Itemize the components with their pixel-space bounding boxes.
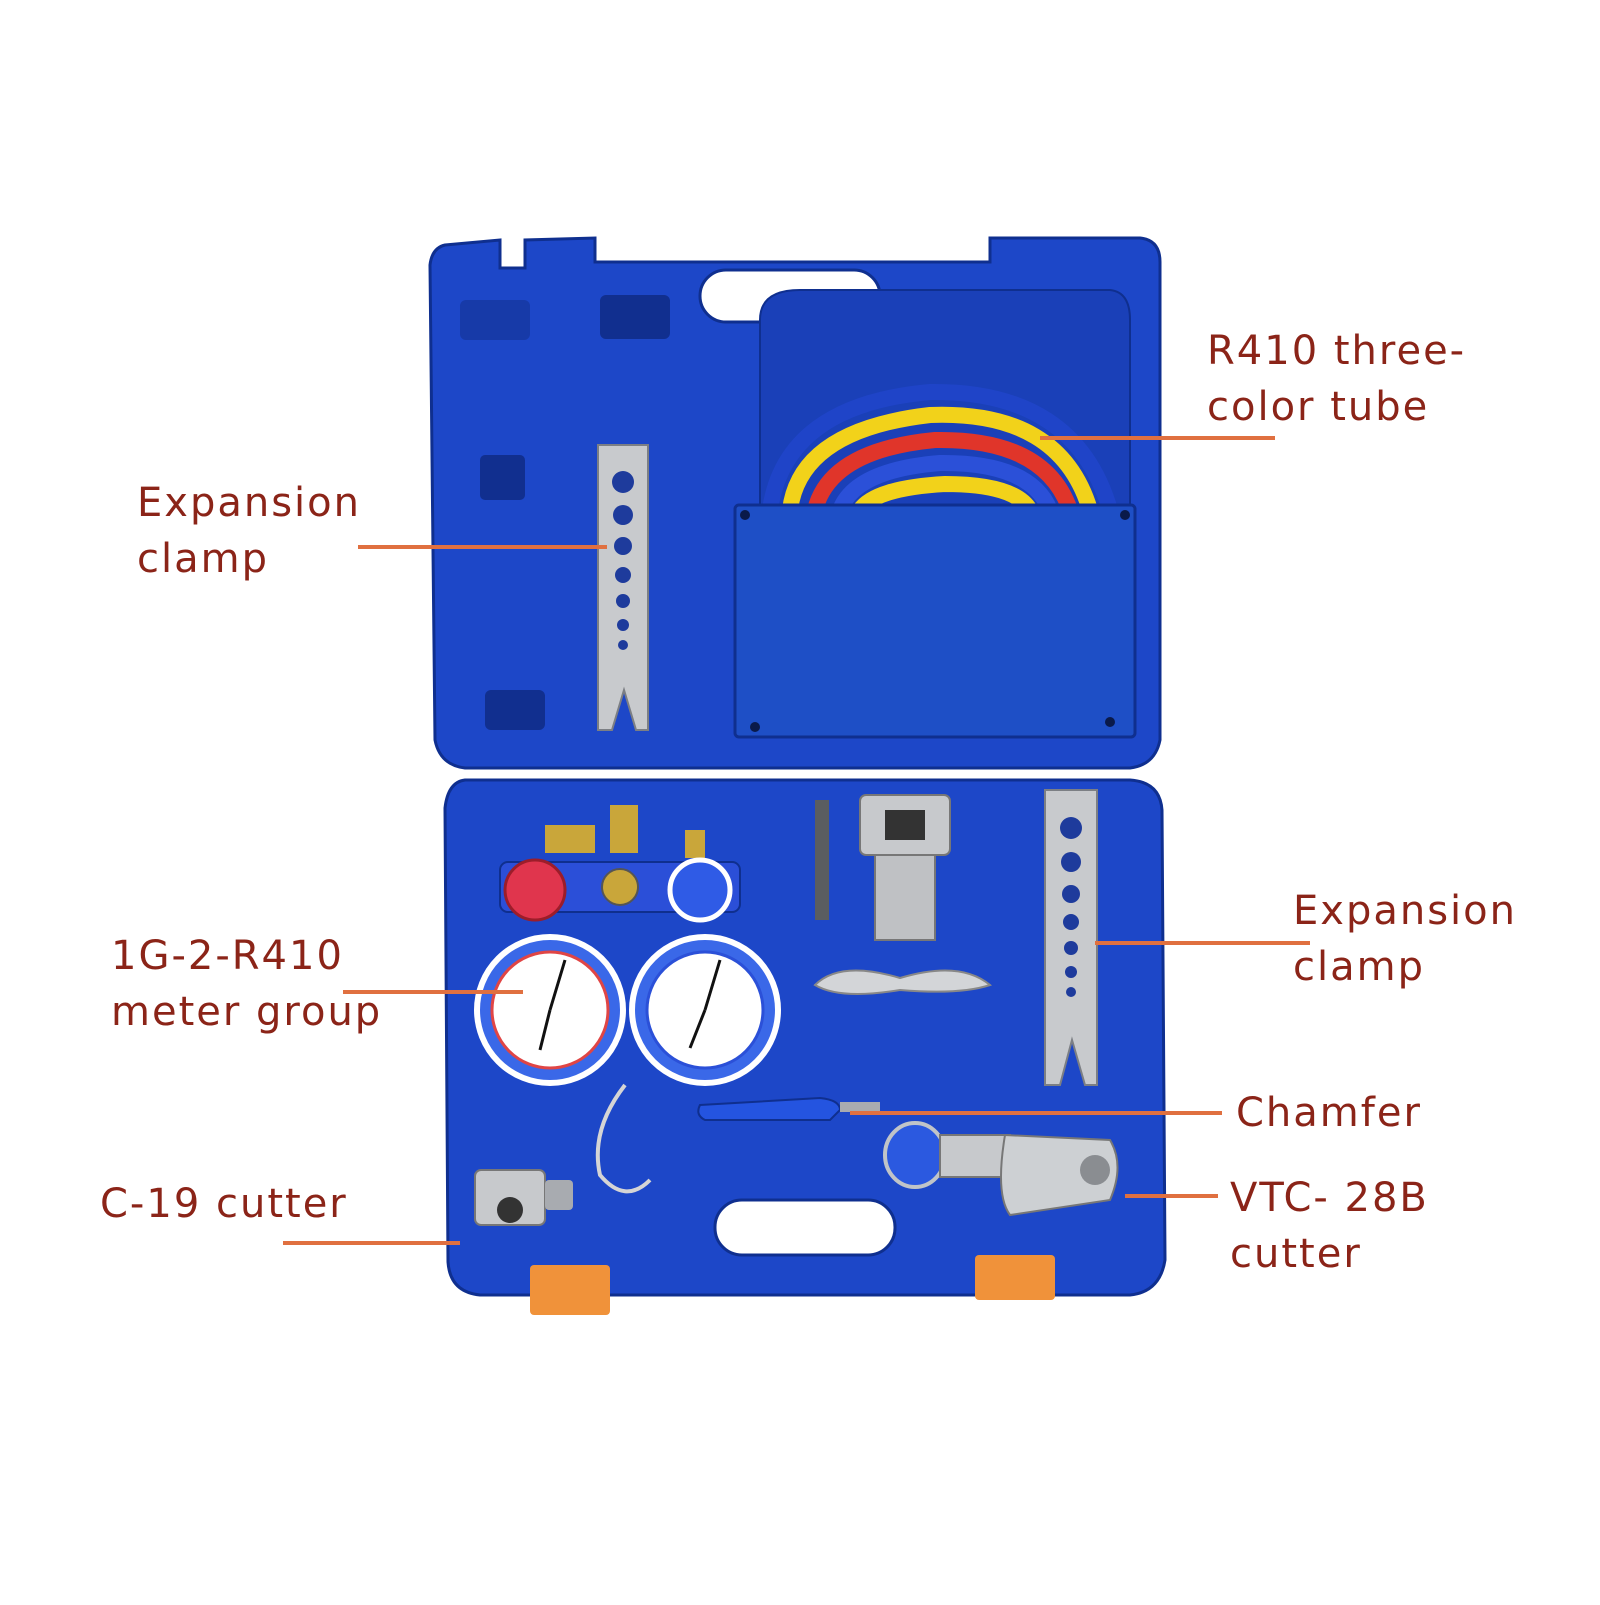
chamfer-label-line1: Chamfer [1236, 1090, 1422, 1136]
c19-label-line1: C-19 cutter [100, 1181, 348, 1227]
vtc-label: VTC- 28B cutter [1230, 1170, 1429, 1282]
tube-label: R410 three- color tube [1207, 323, 1466, 435]
tube-label-line1: R410 three- [1207, 328, 1467, 374]
c19-cutter [474, 1169, 573, 1226]
clamp-right-label-line2: clamp [1293, 944, 1425, 990]
meter-label-line2: meter group [111, 989, 383, 1035]
clamp-top-label: Expansion clamp [137, 475, 361, 587]
three-color-tube [762, 383, 1118, 518]
expansion-clamp-top [597, 444, 649, 731]
vtc-label-line2: cutter [1230, 1231, 1362, 1277]
latch-left [530, 1265, 610, 1315]
expansion-clamp-right [1044, 789, 1098, 1086]
c19-label: C-19 cutter [100, 1176, 348, 1232]
meter-label-line1: 1G-2-R410 [111, 933, 344, 979]
meter-group [474, 805, 781, 1194]
tube-label-line2: color tube [1207, 384, 1430, 430]
flaring-tool [813, 794, 993, 995]
meter-label: 1G-2-R410 meter group [111, 928, 382, 1040]
chamfer-label: Chamfer [1236, 1085, 1422, 1141]
clamp-top-label-line2: clamp [137, 536, 269, 582]
leader-lines [283, 436, 1310, 1245]
tube-cover-panel [733, 503, 1137, 739]
clamp-right-label-line1: Expansion [1293, 888, 1517, 934]
chamfer-tool [697, 1096, 880, 1121]
base-handle-slot [713, 1198, 897, 1257]
latch-right [975, 1255, 1055, 1300]
vtc-label-line1: VTC- 28B [1230, 1175, 1429, 1221]
clamp-top-label-line1: Expansion [137, 480, 361, 526]
clamp-right-label: Expansion clamp [1293, 883, 1517, 995]
vtc-28b-cutter [883, 1121, 1119, 1217]
